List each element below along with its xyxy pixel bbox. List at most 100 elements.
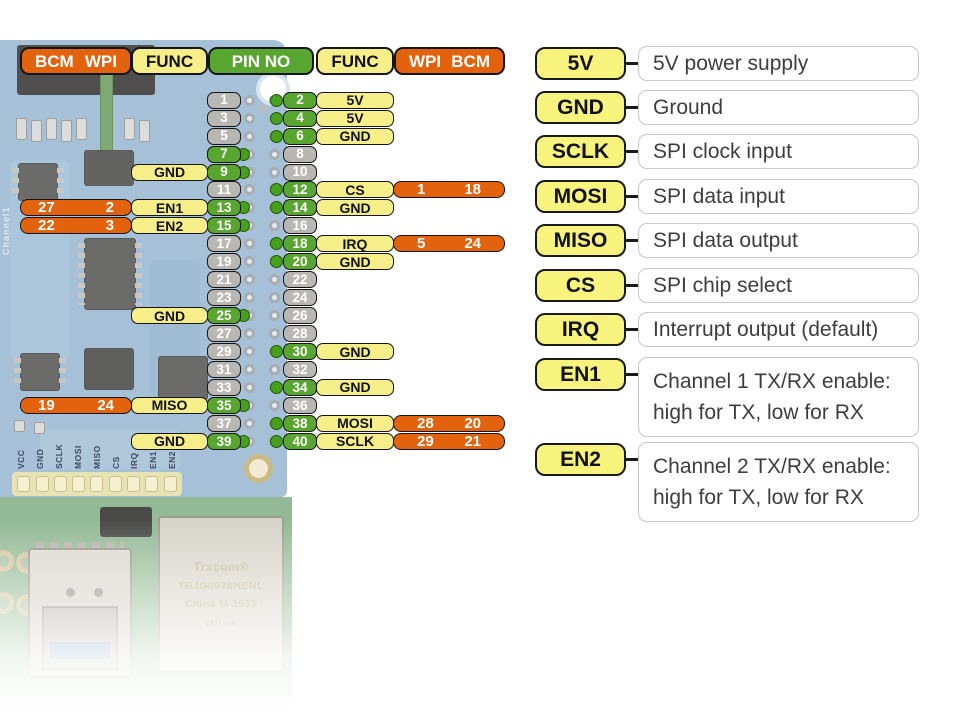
- resistor: [61, 120, 72, 142]
- capacitor: [34, 422, 45, 434]
- pin-connector-dot: [270, 129, 283, 143]
- pin-header-strip: [12, 472, 182, 496]
- legend-label-miso: MISO: [535, 224, 626, 257]
- pin-func-label: MISO: [131, 396, 208, 414]
- header-word: WPI: [84, 51, 117, 71]
- pin-22: 22: [283, 271, 317, 289]
- solder-pad: [268, 274, 280, 286]
- pin-connector-dot: [270, 255, 283, 269]
- solder-pad: [268, 220, 280, 232]
- pin-connector-dot: [270, 93, 283, 107]
- header-bcm-wpi-left: BCM WPI: [20, 47, 132, 75]
- wpi-number: 5: [417, 235, 426, 253]
- pin-32: 32: [283, 360, 317, 378]
- pin-26: 26: [283, 307, 317, 325]
- pin-connector-dot: [270, 345, 283, 358]
- solder-pad: [268, 292, 280, 304]
- legend-connector-line: [626, 373, 638, 376]
- legend-connector-line: [626, 195, 638, 198]
- pin-29: 29: [207, 343, 241, 360]
- silkscreen-label: EN2: [167, 450, 178, 469]
- solder-pad: [243, 328, 255, 340]
- wpi-number: 28: [417, 414, 434, 432]
- legend-label-gnd: GND: [535, 91, 626, 124]
- resistor: [31, 120, 42, 142]
- pin-19: 19: [207, 253, 241, 271]
- pin-16: 16: [283, 217, 317, 235]
- wpi-number: 1: [417, 181, 426, 199]
- pin-func-label: 5V: [316, 109, 394, 127]
- pin-40: 40: [283, 432, 317, 450]
- legend-desc-line: high for TX, low for RX: [653, 486, 864, 509]
- header-word: BCM: [35, 51, 74, 71]
- capacitor: [14, 420, 25, 432]
- pin-mapping-box: 1 18: [393, 181, 505, 199]
- wpi-number: 29: [417, 432, 434, 450]
- pin-func-label: GND: [131, 432, 208, 450]
- pin-func-label: GND: [131, 163, 208, 181]
- legend-connector-line: [626, 106, 638, 109]
- solder-pad: [243, 238, 255, 250]
- legend-label-mosi: MOSI: [535, 180, 626, 213]
- legend-label-en2: EN2: [535, 443, 626, 476]
- via-pad: [258, 104, 267, 113]
- pin-8: 8: [283, 145, 317, 163]
- pin-6: 6: [283, 127, 317, 145]
- resistor: [16, 118, 27, 140]
- legend-desc: SPI data output: [638, 223, 919, 258]
- ic-chip: [84, 150, 134, 186]
- pin-func-label: MOSI: [316, 414, 394, 432]
- bcm-number: 18: [464, 181, 481, 199]
- legend-desc: SPI clock input: [638, 134, 919, 169]
- header-func-left: FUNC: [131, 47, 208, 75]
- bcm-number: 27: [38, 199, 55, 217]
- legend-connector-line: [626, 328, 638, 331]
- solder-pad: [268, 399, 280, 411]
- header-word: FUNC: [145, 51, 194, 71]
- pin-func-label: EN2: [131, 217, 208, 235]
- legend-desc-line: high for TX, low for RX: [653, 401, 864, 424]
- pin-connector-dot: [270, 434, 283, 448]
- silkscreen-label: SCLK: [53, 443, 64, 469]
- pin-connector-dot: [270, 380, 283, 394]
- pin-12: 12: [283, 181, 317, 199]
- pin-34: 34: [283, 378, 317, 396]
- resistor: [46, 118, 57, 140]
- legend-desc-line: SPI clock input: [653, 140, 792, 163]
- solder-pad: [243, 112, 255, 124]
- pin-27: 27: [207, 325, 241, 343]
- pin-33: 33: [207, 378, 241, 396]
- pin-mapping-box: 29 21: [393, 432, 505, 450]
- silkscreen-label: VCC: [16, 449, 26, 469]
- pin-connector-dot: [270, 183, 283, 197]
- pin-func-label: IRQ: [316, 235, 394, 253]
- solder-pad: [243, 381, 255, 393]
- pin-func-label: GND: [131, 307, 208, 325]
- wpi-number: 2: [105, 199, 114, 217]
- wpi-number: 3: [105, 217, 114, 235]
- resistor: [76, 118, 87, 140]
- legend-desc-line: SPI chip select: [653, 274, 792, 297]
- silkscreen-label: MOSI: [72, 445, 83, 469]
- bcm-number: 19: [38, 396, 55, 414]
- silkscreen-side-label: Channel1: [1, 206, 11, 255]
- pin-23: 23: [207, 289, 241, 307]
- header-word: WPI: [409, 51, 442, 71]
- solder-pad: [243, 94, 255, 106]
- legend-desc-line: Ground: [653, 96, 724, 119]
- bcm-number: 22: [38, 217, 55, 235]
- legend-desc-line: SPI data output: [653, 229, 798, 252]
- solder-pad: [243, 346, 255, 357]
- legend-desc: Channel 1 TX/RX enable:high for TX, low …: [638, 357, 919, 437]
- legend-desc: SPI data input: [638, 179, 919, 214]
- header-word: PIN NO: [231, 51, 291, 71]
- pin-10: 10: [283, 163, 317, 181]
- legend-connector-line: [626, 284, 638, 287]
- bcm-number: 21: [464, 432, 481, 450]
- pin-15: 15: [207, 217, 241, 235]
- header-word: FUNC: [331, 51, 379, 71]
- solder-pad: [243, 363, 255, 375]
- pin-5: 5: [207, 127, 241, 145]
